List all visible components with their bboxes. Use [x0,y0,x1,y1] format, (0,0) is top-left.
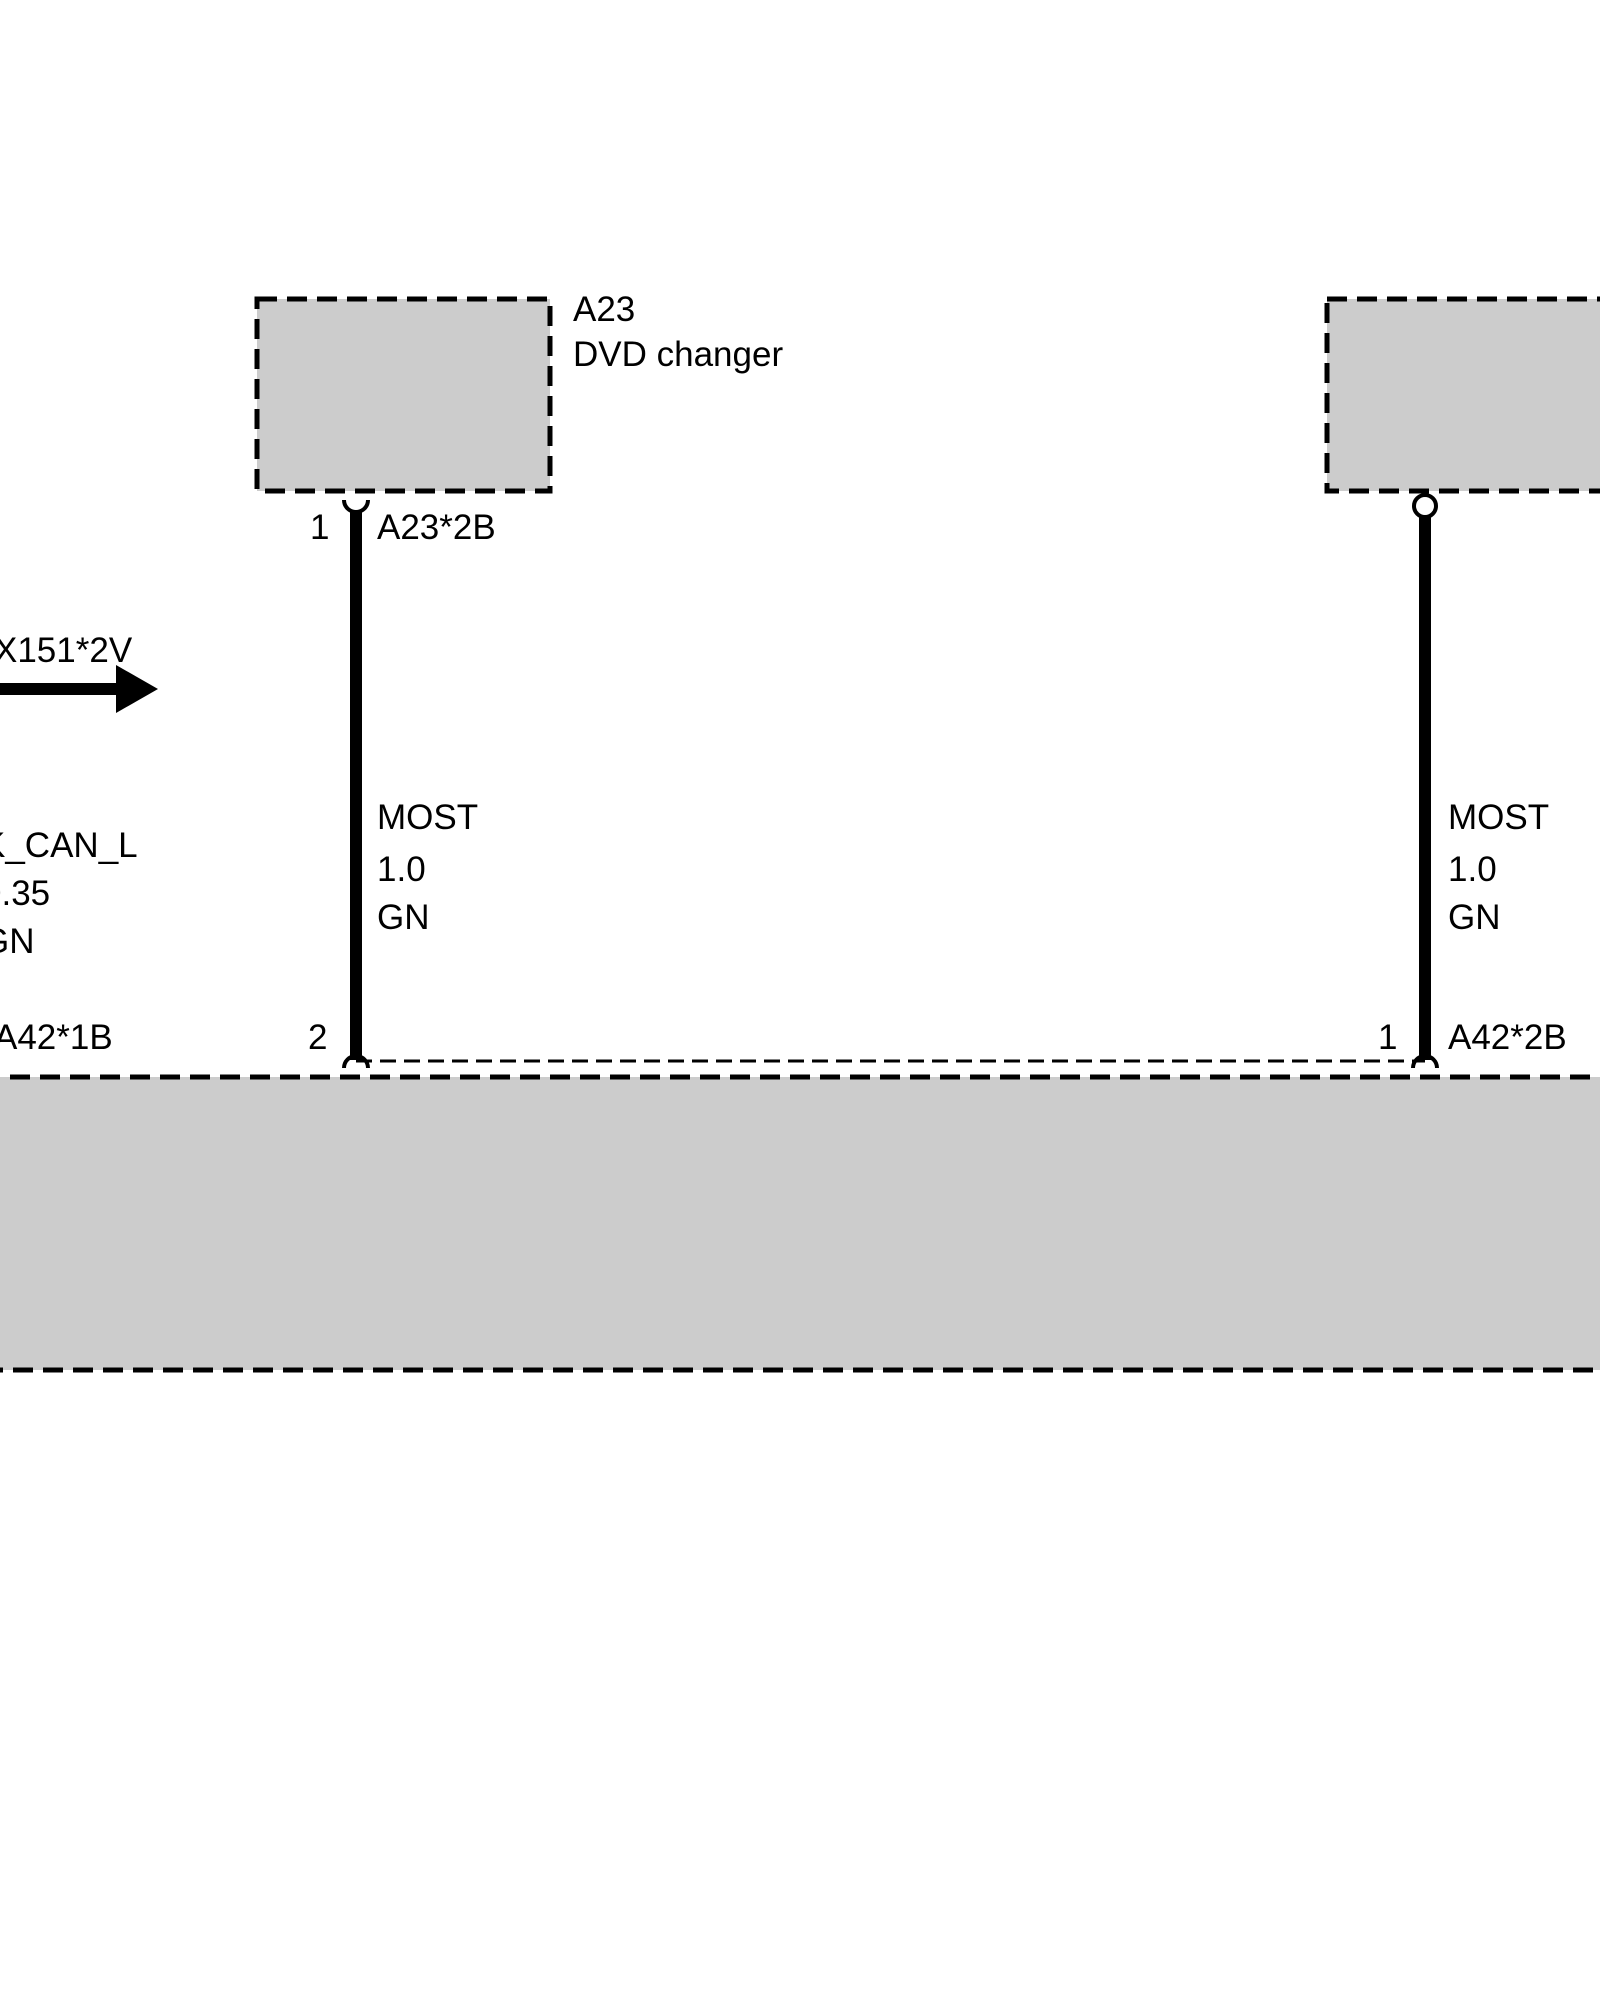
wire-size-left: 0.35 [0,874,50,913]
wire-signal-left: K_CAN_L [0,826,138,865]
pin-socket-a23-2b [342,499,370,514]
wire-color-right: GN [1448,898,1501,937]
pin-socket-a42-left [342,1054,370,1069]
pin-number-a42-left: 2 [308,1018,327,1057]
wire-size-a23: 1.0 [377,850,426,889]
component-name-a23: DVD changer [573,335,783,374]
connector-label-x151: X151*2V [0,631,133,670]
right-arrow-icon [0,665,158,713]
component-box-a42[interactable] [0,1074,1600,1373]
pin-terminal-right-top [1412,493,1438,519]
wire-signal-right: MOST [1448,798,1549,837]
component-box-a23[interactable] [254,296,553,494]
wire-color-a23: GN [377,898,430,937]
pin-number-a23-2b: 1 [310,508,329,547]
wire-color-left: GN [0,922,35,961]
connector-label-a23-2b: A23*2B [377,508,496,547]
connector-label-a42-2b: A42*2B [1448,1018,1567,1057]
wire-signal-a23: MOST [377,798,478,837]
wire-size-right: 1.0 [1448,850,1497,889]
connector-label-a42-1b: A42*1B [0,1018,113,1057]
pin-socket-a42-right [1411,1054,1439,1069]
pin-number-a42-right: 1 [1378,1018,1397,1057]
component-id-a23: A23 [573,290,635,329]
component-box-right[interactable] [1324,296,1600,494]
